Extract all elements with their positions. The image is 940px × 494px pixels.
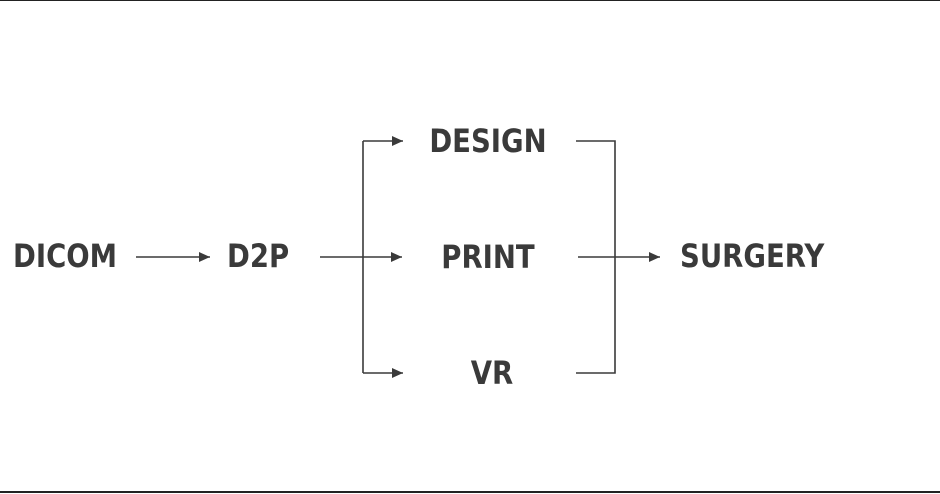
node-d2p: D2P xyxy=(227,237,290,275)
top-border xyxy=(0,0,940,1)
node-design: DESIGN xyxy=(429,122,547,160)
node-vr: VR xyxy=(470,354,514,392)
node-print: PRINT xyxy=(441,238,535,276)
node-dicom: DICOM xyxy=(13,237,118,275)
node-surgery: SURGERY xyxy=(680,237,825,275)
bottom-border xyxy=(0,491,940,493)
